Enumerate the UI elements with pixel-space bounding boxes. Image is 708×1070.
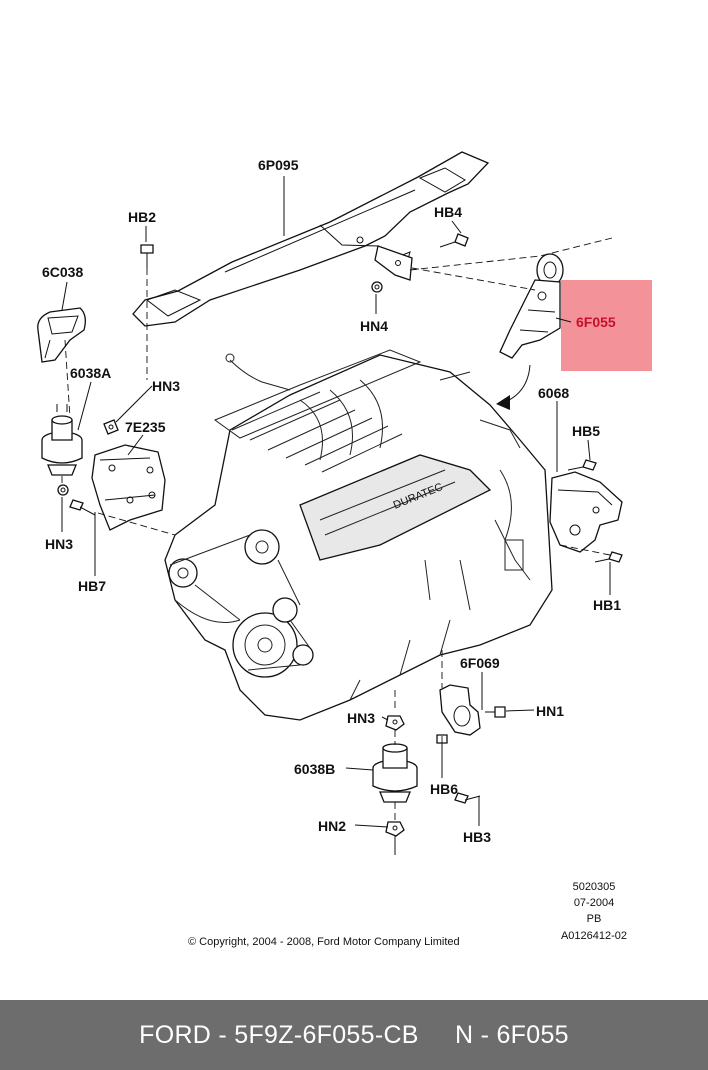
engine-mount-6f055 [499, 253, 564, 359]
label-hn1: HN1 [536, 703, 564, 719]
label-6f055: 6F055 [576, 314, 616, 330]
fastener-hb1 [594, 551, 623, 563]
crossmember-6p095 [132, 151, 490, 327]
fastener-hn1 [485, 706, 506, 718]
reference-line-1: 5020305 [573, 881, 616, 893]
leader-lines [61, 176, 611, 855]
label-hb2: HB2 [128, 209, 156, 225]
label-6068: 6068 [538, 385, 569, 401]
fastener-hn3-left [57, 484, 69, 496]
fastener-hb7 [69, 499, 96, 516]
reference-line-2: 07-2004 [574, 897, 614, 909]
label-hn3-bottom: HN3 [347, 710, 375, 726]
engine-assembly: DURATEC [164, 349, 553, 721]
label-6f069: 6F069 [460, 655, 500, 671]
label-hn2: HN2 [318, 818, 346, 834]
fastener-hb4 [439, 233, 469, 248]
label-hb5: HB5 [572, 423, 600, 439]
reference-line-3: PB [587, 913, 602, 925]
fastener-hb2 [140, 244, 154, 268]
fastener-hn2 [385, 821, 405, 837]
alignment-lines [61, 237, 613, 820]
part-number-footer: FORD - 5F9Z-6F055-CB N - 6F055 [0, 1000, 708, 1070]
engine-mount-diagram: DURATEC [37, 151, 652, 948]
label-6038b: 6038B [294, 761, 335, 777]
label-hb4: HB4 [434, 204, 462, 220]
heat-shield-6c038 [37, 307, 86, 363]
label-6c038: 6C038 [42, 264, 83, 280]
highlight-box-6f055 [561, 280, 652, 371]
bracket-6068 [549, 471, 623, 553]
fastener-hn4 [371, 281, 383, 293]
label-7e235: 7E235 [125, 419, 166, 435]
bracket-7e235 [91, 444, 166, 531]
fastener-hn3-top [103, 419, 119, 435]
engine-mount-6f069 [439, 684, 481, 736]
copyright-text: © Copyright, 2004 - 2008, Ford Motor Com… [188, 936, 460, 948]
label-hn3-left: HN3 [45, 536, 73, 552]
label-hn4: HN4 [360, 318, 388, 334]
engine-mount-6038b [372, 743, 418, 803]
label-6p095: 6P095 [258, 157, 299, 173]
engine-mount-6038a [41, 404, 83, 476]
fastener-hb5 [567, 459, 597, 471]
label-6038a: 6038A [70, 365, 111, 381]
reference-line-4: A0126412-02 [561, 930, 627, 942]
install-arrow-head [496, 395, 510, 410]
label-hn3-top: HN3 [152, 378, 180, 394]
label-hb7: HB7 [78, 578, 106, 594]
label-hb1: HB1 [593, 597, 621, 613]
label-hb3: HB3 [463, 829, 491, 845]
fastener-hb3 [454, 792, 481, 804]
fastener-hn3-bottom [385, 715, 405, 731]
label-hb6: HB6 [430, 781, 458, 797]
footer-part-number: FORD - 5F9Z-6F055-CB N - 6F055 [139, 1020, 569, 1049]
